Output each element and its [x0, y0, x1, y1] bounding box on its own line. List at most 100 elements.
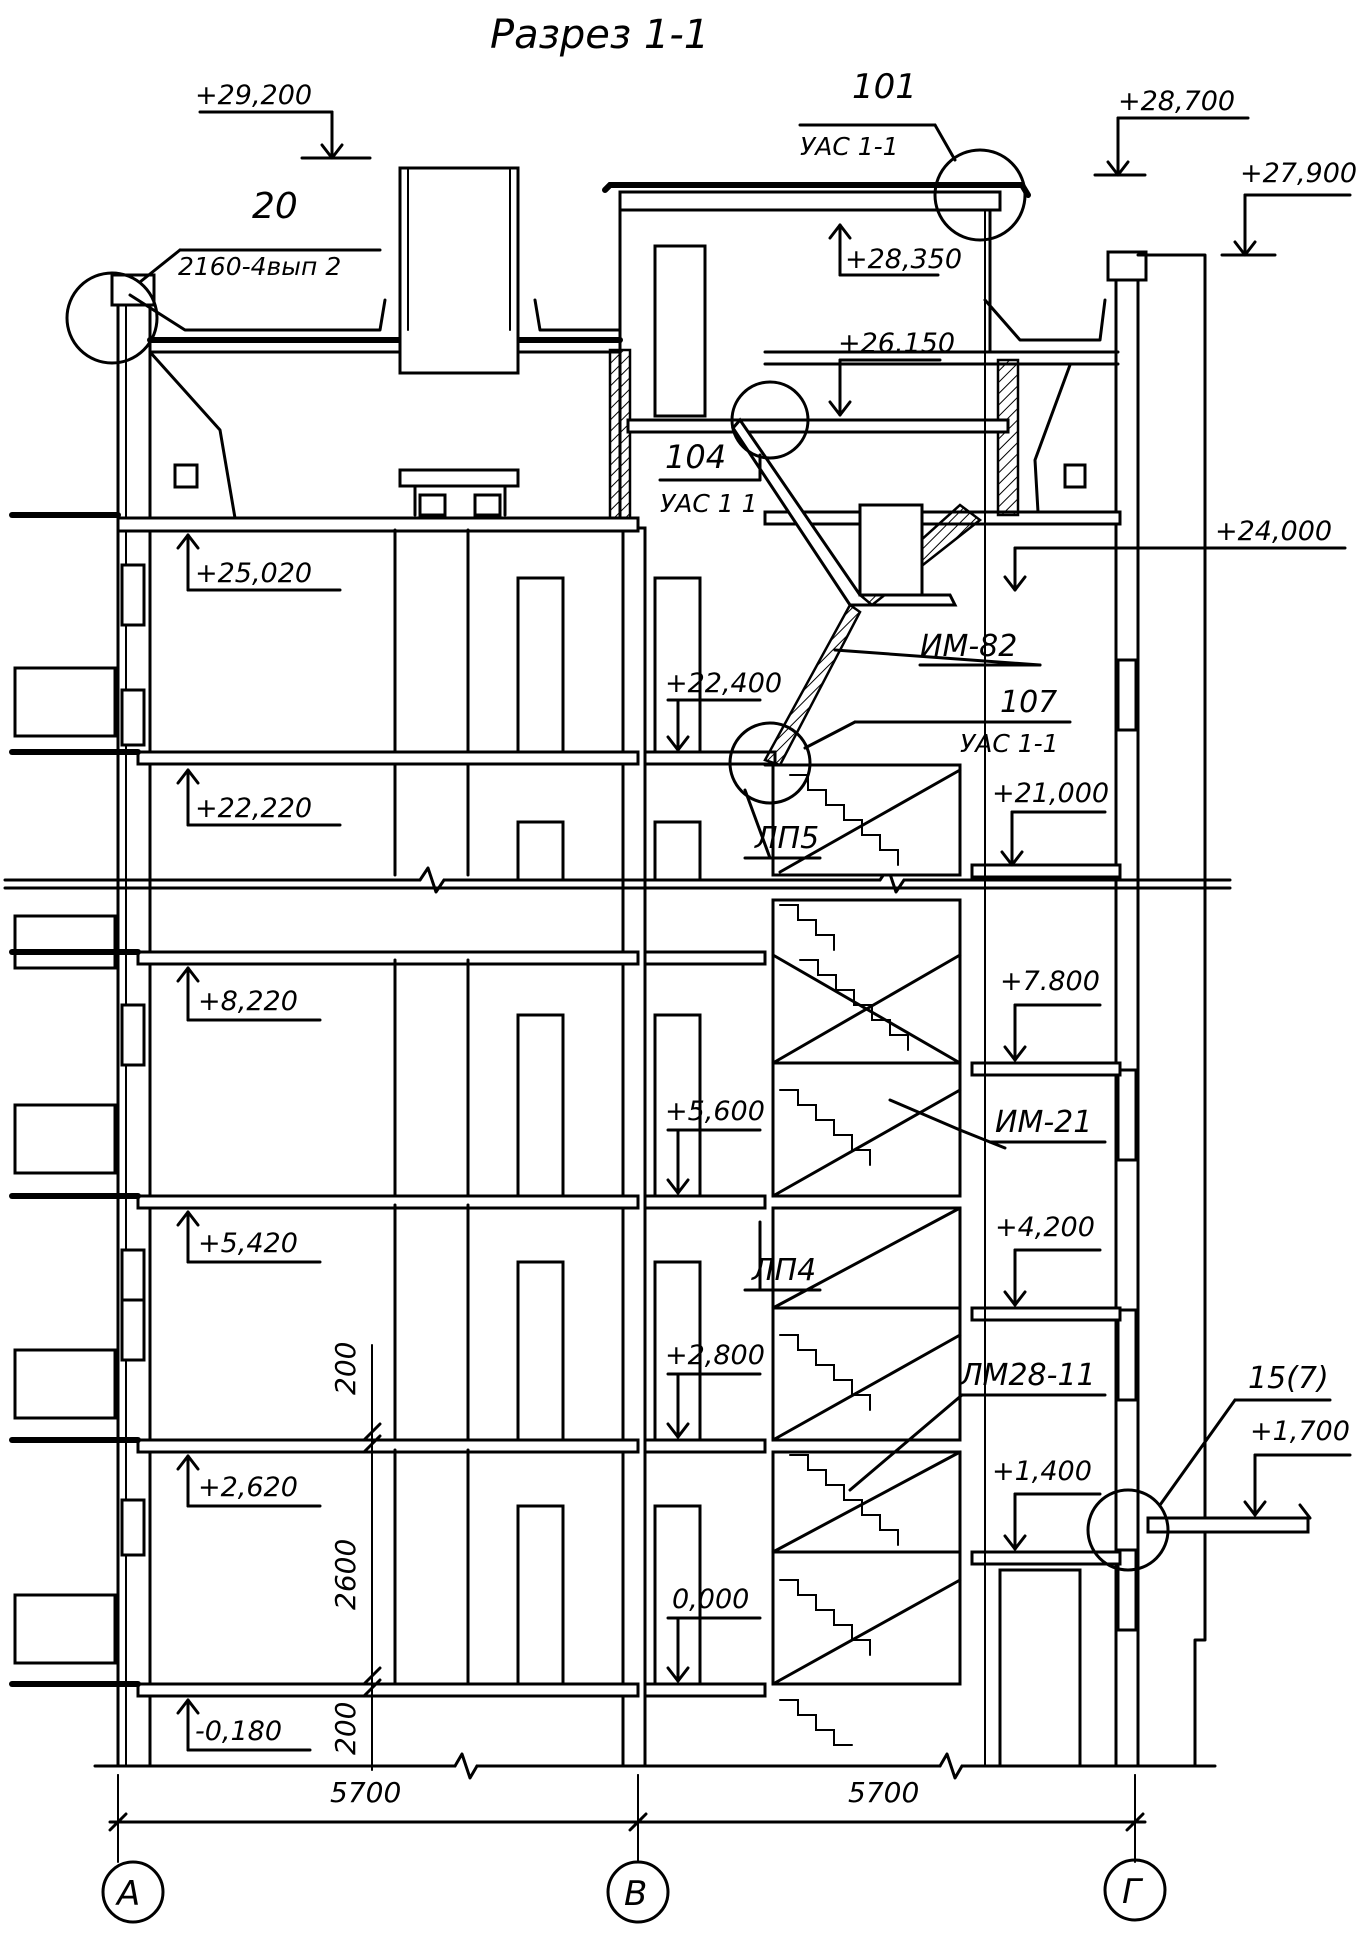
dimension-slab-bottom: 200	[329, 1702, 362, 1755]
upper-stair-flight	[731, 417, 983, 767]
level-5420: +5,420	[176, 1210, 322, 1264]
axis-a-label: А	[115, 1874, 140, 1914]
grade-line	[93, 1752, 1217, 1780]
level-1700: +1,700	[1243, 1416, 1352, 1517]
level-8220-text: +8,220	[198, 986, 298, 1017]
wall-axis-g	[1106, 250, 1207, 1768]
slab-m0180	[136, 1682, 640, 1698]
callout-107-number: 107	[1000, 685, 1057, 720]
level-28350: +28,350	[828, 223, 962, 277]
callout-104-number: 104	[665, 438, 726, 476]
slab-22220	[136, 750, 640, 766]
wall-axis-v	[608, 198, 647, 1768]
callout-107-reference: УАС 1-1	[960, 729, 1059, 758]
stair-tower	[602, 182, 1031, 1767]
level-0000-text: 0,000	[672, 1584, 749, 1615]
level-2620-text: +2,620	[198, 1472, 298, 1503]
dimension-span-1: 5700	[330, 1776, 401, 1809]
slab-8220	[136, 950, 640, 966]
level-29200-text: +29,200	[195, 80, 312, 111]
callout-15: 15(7)	[1086, 1361, 1332, 1572]
level-22220: +22,220	[176, 768, 342, 827]
level-21000-text: +21,000	[992, 778, 1109, 809]
level-2800: +2,800	[665, 1340, 765, 1439]
level-22400-text: +22,400	[665, 668, 782, 699]
callout-101-reference: УАС 1-1	[800, 132, 899, 161]
callout-104-reference: УАС 1 1	[660, 489, 758, 518]
mark-lm28: ЛМ28-11	[848, 1358, 1107, 1492]
mark-lp5: ЛП5	[743, 788, 822, 860]
level-26150: +26.150	[828, 328, 955, 417]
level-0000: 0,000	[666, 1584, 762, 1683]
callout-101-number: 101	[852, 67, 917, 107]
level-5600-text: +5,600	[665, 1096, 765, 1127]
dimension-floor-height: 2600	[329, 1539, 362, 1610]
level-28700-text: +28,700	[1118, 86, 1235, 117]
window-openings-left	[120, 563, 146, 1557]
slab-2620	[136, 1438, 640, 1454]
level-29200: +29,200	[195, 80, 372, 160]
mark-im21-text: ИМ-21	[995, 1105, 1092, 1140]
callout-101: 101 УАС 1-1	[798, 67, 1027, 242]
stair-flights	[771, 763, 962, 1746]
dimension-slab-top: 200	[329, 1342, 362, 1395]
level-4200-text: +4,200	[995, 1212, 1095, 1243]
detail-callouts: 20 2160-4вып 2 101 УАС 1-1 104 УАС 1 1 1…	[65, 67, 1332, 1572]
callout-20-number: 20	[252, 186, 298, 227]
level-24000-text: +24,000	[1215, 516, 1332, 547]
axis-g-marker: Г	[1103, 1858, 1167, 1922]
level-markers: +29,200 +28,700 +27,900 +28,350 +26.15	[176, 80, 1357, 1752]
level-27900: +27,900	[1220, 158, 1357, 257]
mark-im82: ИМ-82	[833, 629, 1042, 667]
level-26150-text: +26.150	[838, 328, 955, 359]
slab-5420	[136, 1194, 640, 1210]
axis-g-label: Г	[1122, 1872, 1144, 1912]
level-5420-text: +5,420	[198, 1228, 298, 1259]
level-27900-text: +27,900	[1240, 158, 1357, 189]
axis-a-marker: А	[101, 1860, 165, 1924]
level-1400-text: +1,400	[992, 1456, 1092, 1487]
level-22220-text: +22,220	[195, 793, 312, 824]
level-24000: +24,000	[1003, 516, 1347, 592]
level-2800-text: +2,800	[665, 1340, 765, 1371]
level-1700-text: +1,700	[1250, 1416, 1350, 1447]
balconies-left	[13, 666, 117, 1665]
level-5600: +5,600	[665, 1096, 765, 1195]
element-marks: ИМ-82 ЛП5 ИМ-21 ЛП4 ЛМ28-11	[743, 629, 1107, 1492]
level-25020: +25,020	[176, 533, 342, 592]
callout-20: 20 2160-4вып 2	[65, 186, 382, 365]
mark-lp4: ЛП4	[743, 1220, 822, 1292]
level-7800: +7.800	[1000, 966, 1102, 1062]
floor-slabs	[9, 510, 1122, 1698]
level-2620: +2,620	[176, 1454, 322, 1508]
level-22400: +22,400	[665, 668, 782, 752]
mark-im82-text: ИМ-82	[920, 629, 1017, 664]
callout-15-number: 15(7)	[1248, 1361, 1329, 1396]
drawing-title: Разрез 1-1	[490, 12, 709, 58]
level-4200: +4,200	[995, 1212, 1102, 1307]
slab-25020	[116, 516, 640, 533]
level-7800-text: +7.800	[1000, 966, 1100, 997]
level-28350-text: +28,350	[845, 244, 962, 275]
level-8220: +8,220	[176, 966, 322, 1022]
roof-attic	[128, 166, 1120, 520]
level-m0180: -0,180	[176, 1698, 312, 1752]
mark-im21: ИМ-21	[888, 1098, 1107, 1150]
partitions	[393, 528, 470, 1686]
entrance-canopy	[1146, 1503, 1312, 1534]
level-m0180-text: -0,180	[195, 1716, 282, 1747]
level-1400: +1,400	[992, 1456, 1102, 1551]
axis-v-marker: В	[606, 1860, 670, 1924]
mark-lm28-text: ЛМ28-11	[959, 1358, 1096, 1393]
mark-lp4-text: ЛП4	[751, 1253, 816, 1288]
level-28700: +28,700	[1093, 86, 1250, 177]
axis-markers: А В Г	[101, 1774, 1167, 1924]
level-21000: +21,000	[992, 778, 1109, 867]
dimension-span-2: 5700	[848, 1776, 919, 1809]
level-25020-text: +25,020	[195, 558, 312, 589]
callout-20-reference: 2160-4вып 2	[178, 252, 341, 281]
axis-v-label: В	[624, 1874, 647, 1914]
mark-lp5-text: ЛП5	[754, 821, 819, 856]
callout-107: 107 УАС 1-1	[728, 685, 1072, 805]
